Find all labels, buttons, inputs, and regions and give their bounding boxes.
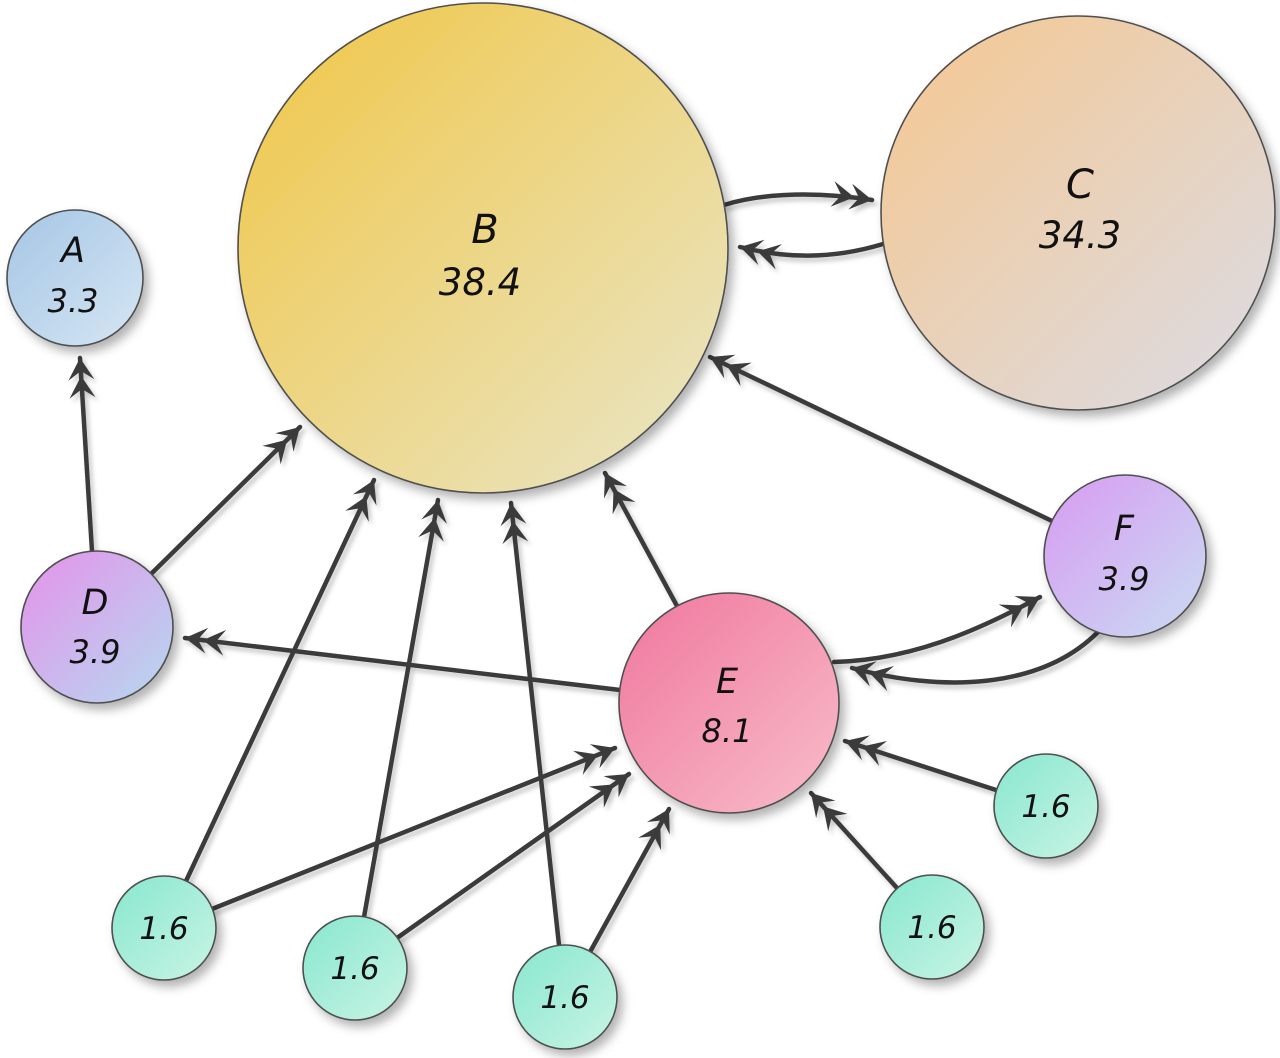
edge-s5-to-E [842, 735, 999, 793]
node-D-value: 3.9 [70, 633, 121, 671]
node-s2-circle [302, 915, 408, 1021]
node-A: A 3.3 [6, 209, 144, 347]
node-C-value: 34.3 [1039, 214, 1121, 257]
node-s5: 1.6 [993, 753, 1099, 859]
node-C-circle [880, 15, 1276, 411]
node-F-circle [1043, 474, 1207, 638]
node-A-label: A [59, 231, 85, 271]
node-s2-value: 1.6 [330, 951, 379, 987]
node-s5-circle [993, 753, 1099, 859]
node-s1: 1.6 [111, 875, 217, 981]
node-D-label: D [82, 583, 109, 623]
node-s4-value: 1.6 [907, 910, 956, 946]
nodes-layer: B 38.4 C 34.3 A 3.3 D 3.9 E 8.1 [6, 2, 1276, 1050]
edge-s3-to-B [500, 500, 562, 948]
node-E-circle [618, 592, 840, 814]
node-A-value: 3.3 [48, 282, 99, 320]
edge-s1-to-B [183, 477, 377, 884]
node-B-value: 38.4 [439, 261, 521, 304]
edge-F-to-B [707, 354, 1055, 524]
node-s4-circle [879, 874, 985, 980]
node-s2: 1.6 [302, 915, 408, 1021]
edge-E-to-B [602, 470, 680, 609]
node-C: C 34.3 [880, 15, 1276, 411]
node-s4: 1.6 [879, 874, 985, 980]
edge-D-to-A [68, 355, 96, 554]
node-F: F 3.9 [1043, 474, 1207, 638]
edges-layer [68, 181, 1101, 955]
node-C-label: C [1066, 162, 1094, 208]
edge-s2-to-E [394, 771, 632, 941]
node-D-circle [20, 550, 174, 704]
node-s1-circle [111, 875, 217, 981]
edge-s3-to-E [587, 806, 672, 955]
node-s1-value: 1.6 [139, 911, 188, 947]
node-s3: 1.6 [512, 944, 618, 1050]
edge-s1-to-E [209, 744, 618, 912]
edge-D-to-B [148, 424, 303, 577]
node-E-label: E [716, 662, 739, 702]
node-A-circle [6, 209, 144, 347]
node-s3-value: 1.6 [540, 980, 589, 1016]
edge-E-to-F [831, 594, 1043, 665]
edge-E-to-D [182, 627, 623, 693]
node-s3-circle [512, 944, 618, 1050]
edge-s2-to-B [361, 497, 447, 920]
node-F-label: F [1114, 509, 1135, 549]
edge-s4-to-E [808, 790, 900, 891]
node-s5-value: 1.6 [1021, 789, 1070, 825]
node-F-value: 3.9 [1099, 560, 1150, 598]
edge-C-to-B [737, 239, 886, 270]
node-B: B 38.4 [237, 2, 729, 494]
node-E: E 8.1 [618, 592, 840, 814]
edge-B-to-C [721, 181, 875, 210]
node-B-circle [237, 2, 729, 494]
node-E-value: 8.1 [702, 712, 753, 750]
node-D: D 3.9 [20, 550, 174, 704]
edge-F-to-E [849, 629, 1101, 692]
node-B-label: B [471, 207, 498, 253]
